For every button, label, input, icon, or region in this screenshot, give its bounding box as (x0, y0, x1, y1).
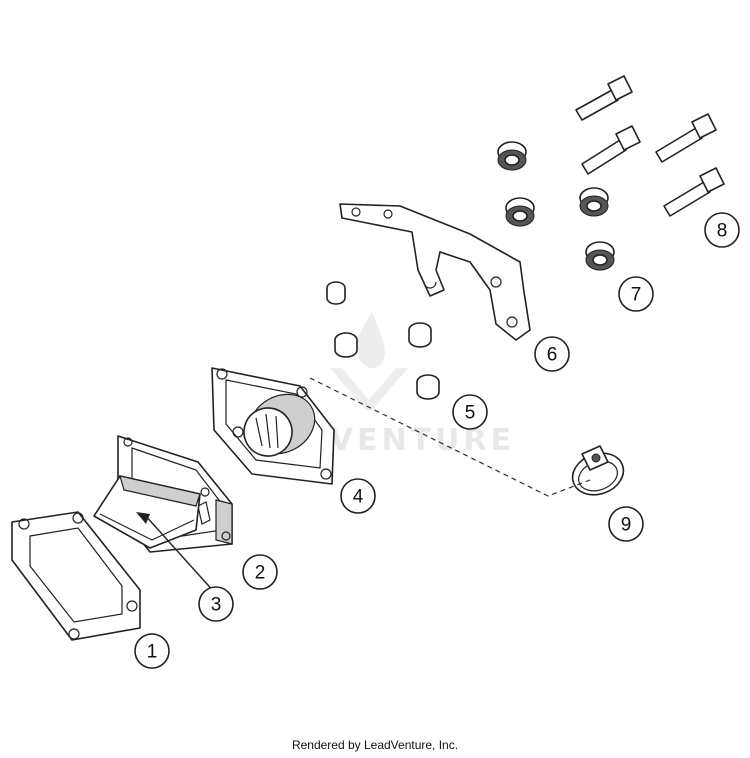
callout-label: 6 (547, 345, 558, 366)
screw-b (581, 125, 641, 175)
footer-credit: Rendered by LeadVenture, Inc. (291, 738, 459, 752)
callout-label: 3 (211, 595, 222, 616)
callout-label: 7 (631, 285, 642, 306)
callout-label: 5 (465, 403, 476, 424)
reed-petals-part-3 (93, 475, 201, 549)
callout-5: 5 (452, 394, 488, 430)
callout-8: 8 (704, 212, 740, 248)
bushing-c (408, 322, 432, 348)
callout-label: 2 (255, 563, 266, 584)
screw-d (663, 167, 725, 217)
grommet-d (585, 241, 615, 271)
callout-label: 4 (353, 487, 364, 508)
grommet-c (579, 187, 609, 217)
screws-part-8 (575, 75, 725, 217)
callout-6: 6 (534, 336, 570, 372)
screw-a (575, 75, 633, 121)
bracket-part-6 (339, 203, 531, 341)
grommet-a (497, 141, 527, 171)
gasket-part-1 (11, 511, 141, 641)
bushings-part-5 (326, 281, 440, 400)
callout-9: 9 (608, 506, 644, 542)
callout-7: 7 (618, 276, 654, 312)
callout-4: 4 (340, 478, 376, 514)
leader-lines (136, 377, 591, 595)
callout-label: 9 (621, 515, 632, 536)
bushing-b (334, 332, 358, 358)
callout-label: 1 (147, 642, 158, 663)
callout-2: 2 (242, 554, 278, 590)
callout-1: 1 (134, 633, 170, 669)
hose-clamp-part-9 (571, 445, 625, 496)
callout-label: 8 (717, 221, 728, 242)
screw-c (655, 113, 717, 163)
intake-manifold-part-4 (211, 367, 335, 485)
grommets-part-7 (497, 141, 615, 271)
grommet-b (505, 197, 535, 227)
callout-3: 3 (198, 586, 234, 622)
bushing-d (416, 374, 440, 400)
bushing-a (326, 281, 346, 305)
